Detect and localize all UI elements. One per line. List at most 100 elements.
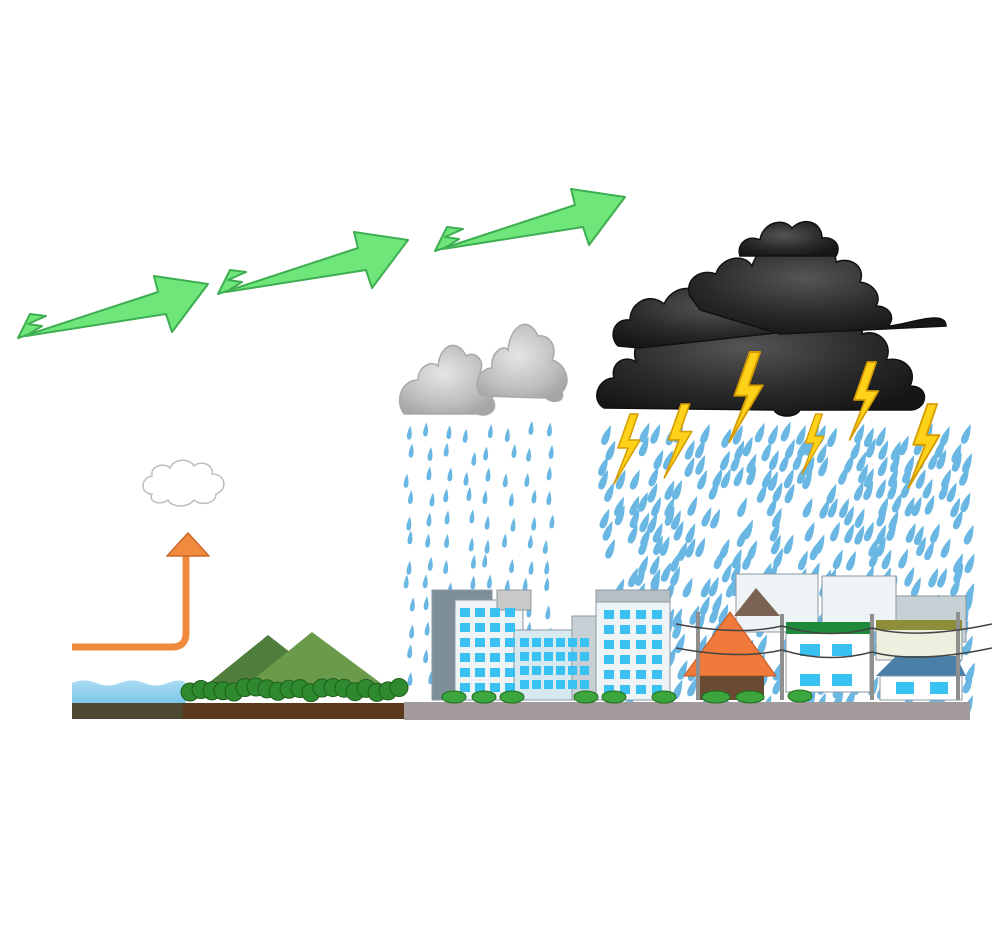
raindrop	[602, 520, 613, 541]
raindrop	[827, 497, 838, 518]
raindrop	[928, 450, 938, 470]
raindrop	[482, 553, 488, 568]
raindrop	[695, 537, 706, 558]
raindrop	[544, 577, 550, 591]
raindrop	[915, 469, 926, 489]
raindrop	[687, 496, 698, 516]
raindrop	[426, 466, 432, 481]
raindrop	[950, 497, 960, 518]
house-roof	[876, 656, 966, 676]
window	[460, 623, 470, 632]
raindrop	[443, 560, 449, 574]
window	[490, 638, 500, 647]
raindrop	[638, 555, 648, 576]
raindrop	[761, 441, 772, 462]
raindrop	[965, 662, 975, 683]
building	[496, 589, 532, 611]
raindrop	[868, 547, 879, 568]
window	[460, 638, 470, 647]
raindrop	[952, 509, 963, 530]
raindrop	[502, 473, 508, 488]
raindrop	[407, 671, 413, 686]
raindrop	[756, 483, 767, 503]
window	[475, 623, 485, 632]
raindrop	[951, 452, 962, 472]
raindrop	[830, 521, 840, 542]
raindrop	[863, 427, 874, 448]
raindrop	[639, 422, 650, 443]
raindrop	[853, 481, 864, 501]
raindrop	[651, 496, 661, 517]
raindrop	[886, 521, 897, 541]
window	[532, 680, 541, 689]
raindrop	[522, 577, 528, 592]
window	[636, 610, 646, 619]
raindrop	[780, 421, 791, 442]
raindrop	[946, 482, 957, 503]
window	[505, 683, 515, 692]
raindrop	[950, 576, 960, 597]
raindrop	[424, 621, 430, 636]
raindrop	[672, 480, 682, 500]
raindrop	[638, 535, 649, 555]
raindrop	[850, 439, 861, 459]
raindrop	[802, 497, 813, 518]
raindrop	[898, 435, 909, 456]
raindrop	[960, 424, 971, 444]
window	[520, 680, 529, 689]
cumulus-cloud	[142, 459, 225, 507]
window	[620, 610, 630, 619]
raindrop	[673, 520, 684, 541]
soil	[183, 703, 405, 719]
raindrop	[684, 457, 695, 477]
raindrop	[838, 464, 849, 485]
house-roof	[734, 588, 780, 616]
raindrop	[429, 492, 435, 507]
raindrop	[605, 538, 615, 559]
raindrop	[962, 453, 972, 473]
raindrop	[671, 510, 681, 530]
raindrop	[792, 450, 803, 471]
raindrop	[546, 466, 552, 481]
raindrop	[712, 468, 723, 488]
raindrop	[545, 605, 551, 620]
raindrop	[863, 480, 874, 501]
raindrop	[661, 562, 671, 582]
raindrop	[770, 534, 781, 555]
window	[544, 638, 553, 647]
raindrop	[773, 547, 783, 568]
window	[652, 670, 662, 679]
raindrop	[548, 444, 554, 459]
raindrop	[858, 463, 868, 484]
raindrop	[802, 469, 812, 490]
window	[475, 638, 485, 647]
power-lines	[675, 623, 993, 659]
raindrop	[769, 521, 780, 542]
window	[556, 652, 565, 661]
raindrop	[865, 438, 876, 458]
raindrop	[730, 451, 741, 472]
raindrop	[887, 479, 898, 500]
raindrop	[721, 428, 732, 448]
raindrop	[528, 560, 534, 575]
window	[544, 680, 553, 689]
window	[520, 666, 529, 675]
raindrop	[905, 523, 916, 543]
raindrop	[544, 560, 550, 575]
raindrop	[468, 537, 474, 552]
raindrop	[784, 483, 795, 504]
window	[652, 625, 662, 634]
raindrop	[779, 452, 790, 472]
raindrop	[876, 524, 886, 545]
raindrop	[898, 548, 908, 569]
raindrop	[737, 497, 747, 517]
raindrop	[746, 465, 757, 486]
raindrop	[483, 446, 489, 461]
raindrop	[470, 575, 476, 590]
house	[785, 631, 871, 693]
raindrop	[664, 480, 675, 500]
window	[580, 638, 589, 647]
window	[568, 638, 577, 647]
window	[580, 652, 589, 661]
raindrop	[504, 578, 510, 593]
